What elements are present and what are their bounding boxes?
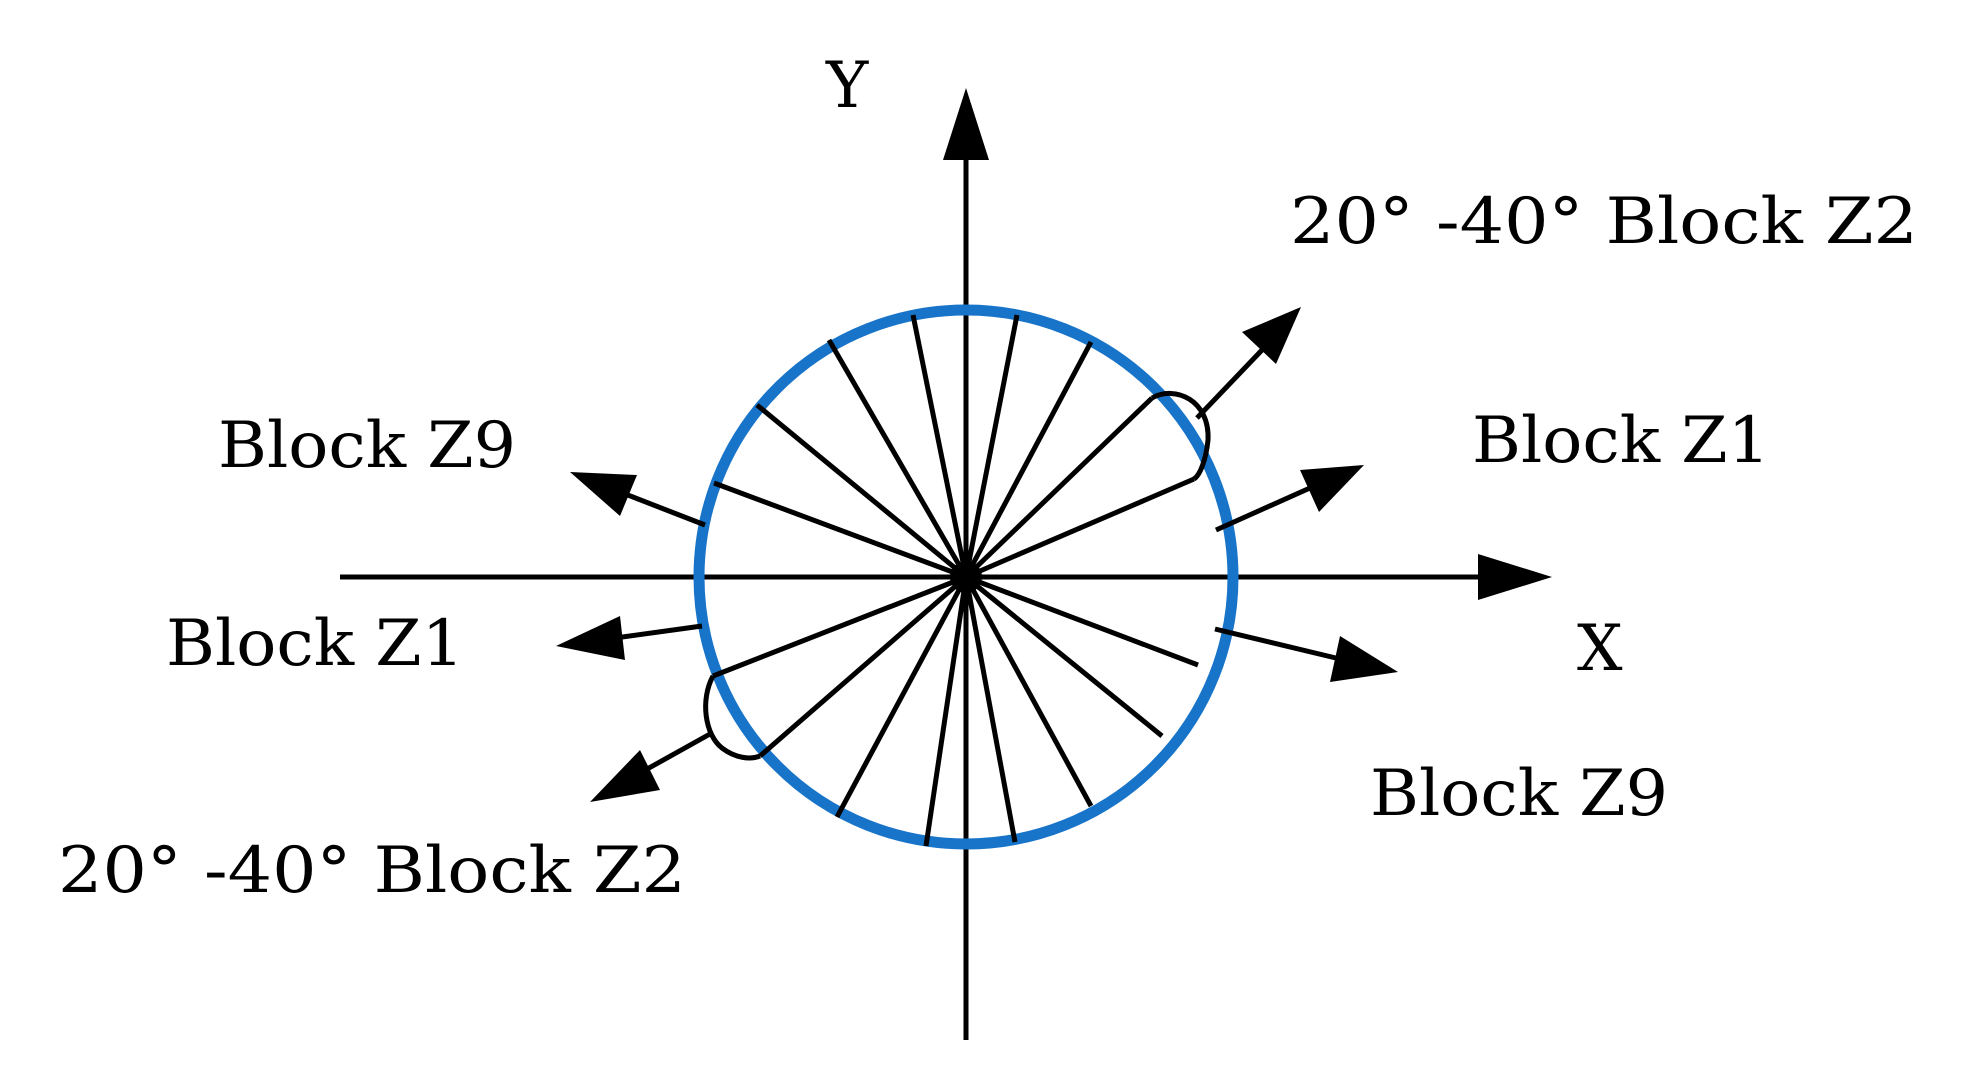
- arrow-right-z1-line: [1214, 485, 1312, 533]
- center-hub: [950, 561, 982, 593]
- spoke-line: [713, 480, 967, 580]
- spoke-line: [834, 575, 969, 819]
- arrow-left-z9-head: [570, 472, 637, 516]
- label-left-z1: Block Z1: [166, 607, 464, 681]
- arrow-right-z9-line: [1214, 626, 1341, 662]
- arrow-left-z1-head: [556, 616, 625, 660]
- angle-arc-upper-right: [1150, 391, 1211, 482]
- x-axis-label: X: [1577, 612, 1623, 686]
- arrow-right-z1-head: [1300, 465, 1364, 512]
- spoke-line: [755, 403, 968, 579]
- x-axis-arrowhead: [1478, 554, 1552, 600]
- spoke-line: [964, 396, 1154, 579]
- spoke-line: [965, 574, 1199, 668]
- label-right-z9: Block Z9: [1370, 757, 1668, 831]
- spoke-line: [910, 314, 969, 578]
- label-right-z1: Block Z1: [1472, 404, 1770, 478]
- spoke-line: [826, 338, 969, 579]
- spoke-line: [758, 575, 968, 758]
- spoke-line: [963, 576, 1018, 843]
- arrow-lower-left-z2-head: [590, 750, 660, 802]
- label-left-z9: Block Z9: [218, 409, 516, 483]
- radial-spokes: [712, 314, 1199, 847]
- spoke-line: [963, 575, 1094, 808]
- blue-circle: [693, 304, 1239, 850]
- arrow-upper-right-z2-line: [1195, 348, 1264, 420]
- spoke-line: [965, 476, 1195, 580]
- arrow-left-z1-line: [614, 623, 703, 641]
- spoke-line: [963, 340, 1094, 579]
- arrow-lower-left-z2-line: [638, 731, 712, 776]
- label-lower-left-z2: 20° -40° Block Z2: [58, 834, 686, 908]
- arrow-left-z9-line: [619, 489, 706, 528]
- y-axis-label: Y: [825, 49, 869, 123]
- spoke-line: [963, 314, 1020, 578]
- spoke-line: [964, 575, 1164, 738]
- arrow-right-z9-head: [1330, 636, 1398, 682]
- spoke-line: [712, 574, 967, 679]
- y-axis-arrowhead: [943, 88, 989, 160]
- label-upper-right-z2: 20° -40° Block Z2: [1290, 185, 1918, 259]
- spoke-line: [923, 576, 969, 847]
- angle-arc-lower-left: [703, 674, 761, 761]
- arrow-upper-right-z2-head: [1242, 307, 1301, 364]
